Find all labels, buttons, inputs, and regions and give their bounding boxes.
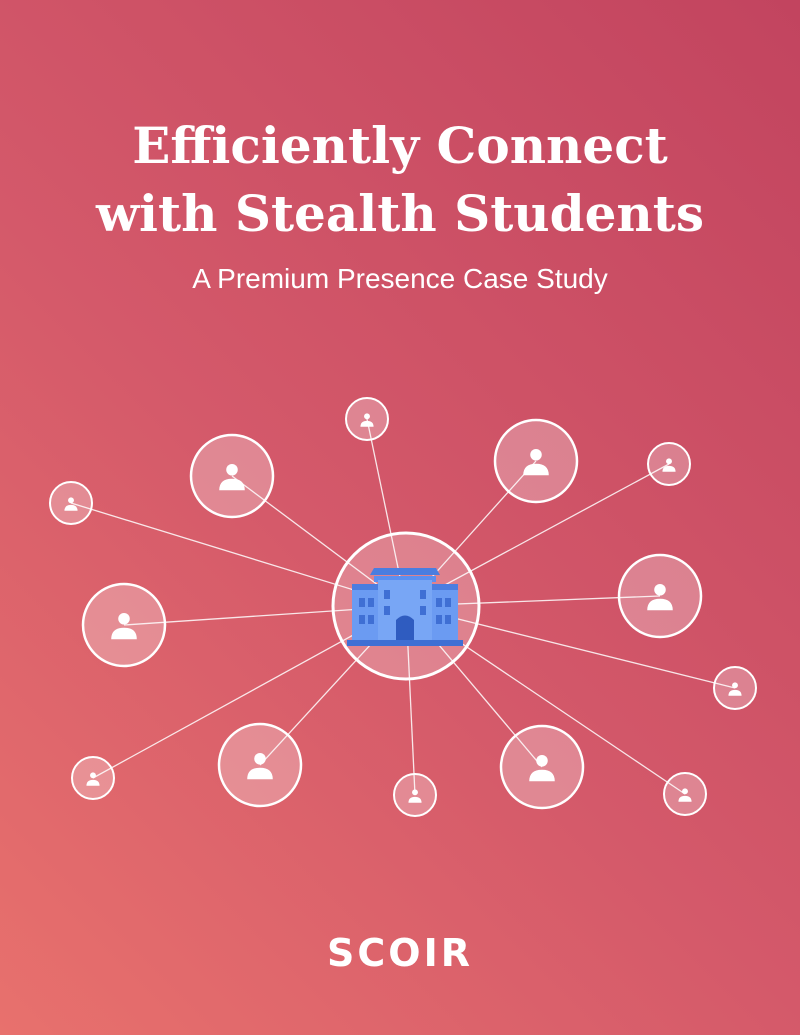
school-building-icon xyxy=(347,568,463,646)
student-node xyxy=(49,481,93,525)
student-node-circle xyxy=(617,553,703,639)
title-line-2: with Stealth Students xyxy=(95,184,705,243)
connection-line xyxy=(405,605,736,689)
student-node xyxy=(189,433,275,519)
connection-line xyxy=(405,463,670,607)
student-node xyxy=(663,772,707,816)
student-node-circle xyxy=(493,418,579,504)
student-node-circle xyxy=(189,433,275,519)
student-node xyxy=(499,724,585,810)
student-node xyxy=(647,442,691,486)
student-node-circle xyxy=(217,722,303,808)
student-node xyxy=(617,553,703,639)
student-node xyxy=(217,722,303,808)
title-line-1: Efficiently Connect xyxy=(132,116,668,175)
student-node xyxy=(713,666,757,710)
student-node xyxy=(393,773,437,817)
student-nodes xyxy=(49,397,757,817)
subtitle: A Premium Presence Case Study xyxy=(192,263,608,294)
student-node xyxy=(345,397,389,441)
brand-wordmark: SCOIR xyxy=(327,931,473,975)
student-node xyxy=(81,582,167,668)
student-node xyxy=(493,418,579,504)
student-node-circle xyxy=(81,582,167,668)
center-hub xyxy=(331,531,481,681)
student-node xyxy=(71,756,115,800)
student-node-circle xyxy=(499,724,585,810)
connection-line xyxy=(70,502,407,607)
page-title: Efficiently Connect with Stealth Student… xyxy=(0,112,800,248)
scoir-logo: SCOIR xyxy=(0,928,800,978)
